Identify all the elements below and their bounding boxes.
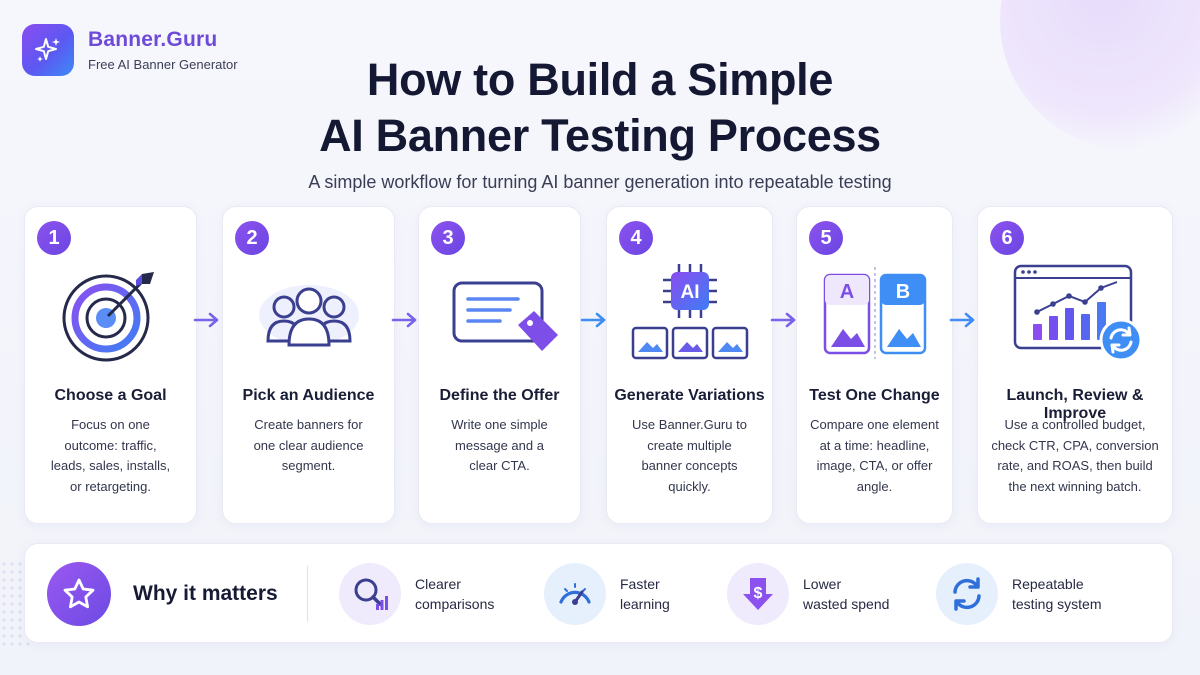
benefit-line-1: Repeatable [1012, 576, 1084, 592]
offer-icon [419, 253, 580, 373]
refresh-icon [936, 563, 998, 625]
arrow-right-icon [770, 312, 796, 328]
arrow-right-icon [949, 312, 975, 328]
step-title: Define the Offer [439, 387, 560, 404]
arrow-right-icon [391, 312, 417, 328]
title-line-1: How to Build a Simple [366, 54, 834, 105]
ab-test-icon: A B [797, 253, 952, 373]
benefit-item: Faster learning [544, 562, 730, 626]
step-description: Focus on one outcome: traffic, leads, sa… [50, 417, 171, 494]
step-title: Choose a Goal [54, 387, 167, 404]
why-label: Why it matters [133, 582, 278, 605]
step-description: Use Banner.Guru to create multiple banne… [632, 417, 747, 494]
benefit-item: Repeatable testing system [936, 562, 1122, 626]
step-description: Compare one element at a time: headline,… [810, 417, 939, 494]
why-it-matters-panel: Why it matters Clearer comparisons [24, 543, 1173, 643]
divider [307, 566, 308, 622]
analytics-icon [978, 253, 1172, 373]
step-card-3: 3 Define the Offer Write one simple mess… [418, 206, 581, 524]
dollar-down-icon: $ [727, 563, 789, 625]
step-number-badge: 5 [809, 221, 843, 255]
star-icon [47, 562, 111, 626]
step-card-6: 6 Launch, Review & Improve Use a control… [977, 206, 1173, 524]
step-title: Test One Change [809, 387, 940, 404]
benefit-line-1: Faster [620, 576, 660, 592]
benefit-line-2: learning [620, 596, 670, 612]
benefit-line-2: comparisons [415, 596, 495, 612]
step-number-badge: 2 [235, 221, 269, 255]
step-number-badge: 4 [619, 221, 653, 255]
title-line-2: AI Banner Testing Process [319, 110, 881, 161]
step-title: Pick an Audience [242, 387, 375, 404]
ai-chip-icon: AI [607, 253, 772, 373]
step-number-badge: 3 [431, 221, 465, 255]
arrow-right-icon [580, 312, 606, 328]
variant-b-label: B [895, 281, 909, 303]
step-description: Write one simple message and a clear CTA… [451, 417, 548, 473]
sparkle-logo-icon [22, 24, 74, 76]
step-description: Create banners for one clear audience se… [253, 417, 364, 473]
step-title: Launch, Review & Improve [1006, 387, 1144, 422]
step-card-2: 2 Pick an Audience Create banners for on… [222, 206, 395, 524]
benefit-line-2: testing system [1012, 596, 1102, 612]
brand-name: Banner.Guru [88, 28, 218, 51]
audience-icon [223, 253, 394, 373]
step-title: Generate Variations [614, 387, 765, 404]
ai-chip-label: AI [680, 282, 699, 303]
svg-text:$: $ [754, 585, 763, 602]
step-card-5: 5 A B Test One Change Compare one elemen… [796, 206, 953, 524]
step-description: Use a controlled budget, check CTR, CPA,… [991, 417, 1159, 494]
step-card-4: 4 AI Generate Variations Use Banner.Guru… [606, 206, 773, 524]
arrow-right-icon [193, 312, 219, 328]
brand-tagline: Free AI Banner Generator [88, 57, 238, 72]
step-card-1: 1 Choose a Goal Focus on one outcome: tr… [24, 206, 197, 524]
benefit-line-1: Lower [803, 576, 842, 592]
magnifier-chart-icon [339, 563, 401, 625]
speedometer-icon [544, 563, 606, 625]
step-number-badge: 6 [990, 221, 1024, 255]
benefit-line-1: Clearer [415, 576, 461, 592]
page-title: How to Build a Simple AI Banner Testing … [0, 52, 1200, 164]
benefit-line-2: wasted spend [803, 596, 890, 612]
brand: Banner.Guru Free AI Banner Generator [22, 24, 238, 76]
step-number-badge: 1 [37, 221, 71, 255]
target-icon [25, 253, 196, 373]
benefit-item: Clearer comparisons [339, 562, 525, 626]
benefit-item: $ Lower wasted spend [727, 562, 913, 626]
variant-a-label: A [839, 281, 853, 303]
page-subtitle: A simple workflow for turning AI banner … [308, 172, 892, 192]
